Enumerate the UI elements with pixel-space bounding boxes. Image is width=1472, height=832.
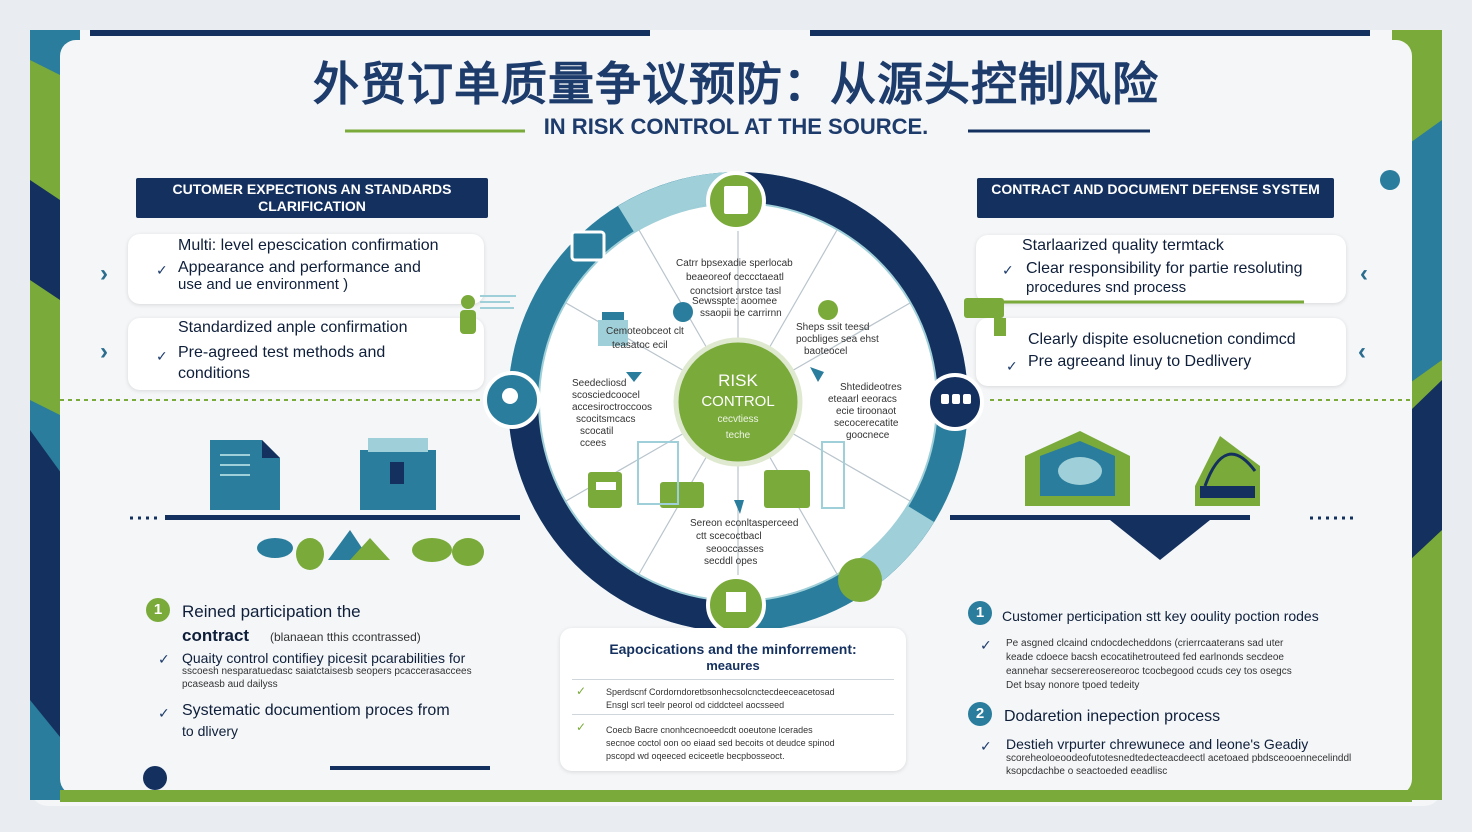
check-icon: ✓: [158, 651, 170, 667]
page-title: 外贸订单质量争议预防：从源头控制风险: [313, 57, 1159, 111]
page-subtitle: IN RISK CONTROL AT THE SOURCE.: [543, 114, 929, 139]
chevron-right-icon[interactable]: ›: [100, 338, 108, 365]
bottom-right-item1-title: Customer perticipation stt key ooulity p…: [1002, 608, 1319, 624]
risk-control-core-line3: cecvtiess: [717, 414, 759, 425]
right-card-2-line2: Pre agreeand linuy to Dedlivery: [1028, 353, 1252, 370]
chevron-left-icon[interactable]: ‹: [1358, 338, 1366, 365]
segment-text: Sewsspte: aoomee: [692, 296, 778, 307]
segment-text: accesiroctroccoos: [572, 402, 653, 413]
chevron-left-icon[interactable]: ‹: [1360, 260, 1368, 287]
segment-text: seooccasses: [706, 544, 764, 555]
check-icon: ✓: [576, 720, 587, 734]
bottom-right-item2-title: Dodaretion inepection process: [1004, 708, 1221, 725]
bottom-right-item1-c: eannehar secserereosereoroc tcocbegood c…: [1006, 666, 1292, 677]
bottom-right-item1-b: keade cdoece bacsh ecocatihetrouteed fed…: [1006, 652, 1284, 663]
bottom-center-row2c: pscopd wd oqeeced eciceetle becpbosseoct…: [606, 751, 785, 761]
check-icon: ✓: [156, 262, 168, 278]
segment-text: scosciedcoocel: [572, 390, 640, 401]
bottom-center-row2a: Coecb Bacre cnonhcecnoeedcdt ooeutone lc…: [606, 725, 813, 735]
left-card-1-line3: use and ue environment ): [178, 276, 349, 293]
divider: [572, 714, 894, 715]
segment-text: Sheps ssit teesd: [796, 322, 870, 333]
person-icon: [460, 295, 516, 334]
risk-control-core-line2: CONTROL: [701, 393, 775, 410]
segment-text: Cemoteobceot clt: [606, 326, 684, 337]
bottom-left-item1-small2: pcaseasb aud dailyss: [182, 679, 278, 690]
bottom-right-item1-d: Det bsay nonore tpoed tedeity: [1006, 680, 1140, 691]
bottom-left-item1-title-a: Reined participation the: [182, 602, 361, 621]
bottom-left-item1-small1: sscoesh nesparatuedasc saiatctaisesb seo…: [182, 666, 472, 677]
segment-text: ecie tiroonaot: [836, 406, 897, 417]
check-icon: ✓: [158, 705, 170, 721]
risk-control-core-line1: RISK: [718, 371, 758, 390]
bottom-center-header-a: Eapocications and the minforrement:: [609, 641, 857, 657]
bottom-left-item2b: to dlivery: [182, 723, 239, 739]
left-card-1: [128, 234, 484, 304]
segment-text: Shtedideotres: [840, 382, 902, 393]
check-icon: ✓: [1006, 358, 1018, 374]
segment-text: ccees: [580, 438, 607, 449]
segment-text: secocerecatite: [834, 418, 899, 429]
right-card-2-line1: Clearly dispite esolucnetion condimcd: [1028, 331, 1296, 348]
bottom-center-card: [560, 628, 906, 771]
documents-illustration: [210, 438, 484, 570]
segment-text: beaeoreof ceccctaeatl: [686, 272, 784, 283]
step-number-1: 1: [146, 598, 170, 622]
left-card-2: [128, 318, 484, 390]
check-icon: ✓: [980, 637, 992, 653]
segment-text: goocnece: [846, 430, 890, 441]
left-panel-header: CUTOMER EXPECTIONS AN STANDARDS CLARIFIC…: [136, 178, 488, 218]
check-icon: ✓: [980, 738, 992, 754]
check-icon: ✓: [576, 684, 587, 698]
step-number-2: 2: [968, 702, 992, 726]
segment-text: teasatoc ecil: [612, 340, 668, 351]
segment-text: Catrr bpsexadie sperlocab: [676, 258, 793, 269]
step-number-1: 1: [968, 601, 992, 625]
bottom-right-item1-a: Pe asgned clcaind cndocdecheddons (crier…: [1006, 638, 1284, 649]
segment-text: scocitsmcacs: [576, 414, 636, 425]
divider: [572, 679, 894, 680]
bottom-left-item2: Systematic documentiom proces from: [182, 702, 450, 719]
segment-text: baoteocel: [804, 346, 848, 357]
left-card-1-line2: Appearance and performance and: [178, 259, 421, 276]
bottom-right-item2-b: scoreheoloeoodeofutotesnedtedecteacdeect…: [1006, 753, 1352, 764]
bottom-left-item1-check: Quaity control contifiey picesit pcarabi…: [182, 650, 466, 666]
right-card-1-line1: Starlaarized quality termtack: [1022, 237, 1224, 254]
right-card-1: [976, 235, 1346, 303]
connector-arrow-icon: [964, 298, 1304, 336]
segment-text: scocatil: [580, 426, 614, 437]
bottom-center-row1a: Sperdscnf Cordorndoretbsonhecsolcnctecde…: [606, 687, 835, 697]
left-card-2-line3: conditions: [178, 365, 251, 382]
right-card-2: [976, 318, 1346, 386]
bottom-center-header-b: meaures: [706, 658, 760, 673]
left-card-2-line2: Pre-agreed test methods and: [178, 344, 386, 361]
left-card-2-line1: Standardized anple confirmation: [178, 319, 408, 336]
bottom-left-item1-title-b: contract: [182, 626, 250, 645]
segment-text: conctsiort arstce tasl: [690, 286, 782, 297]
right-panel-header: CONTRACT AND DOCUMENT DEFENSE SYSTEM: [977, 178, 1334, 218]
bottom-center-row2b: secnoe coctol oon oo eiaad sed becoits o…: [606, 738, 835, 748]
segment-text: pocbliges sea ehst: [796, 334, 879, 345]
risk-control-wheel: [483, 171, 984, 635]
segment-text: ssaopii be carrirnn: [700, 308, 782, 319]
check-icon: ✓: [1002, 262, 1014, 278]
segment-text: ctt scecoctbacl: [696, 531, 762, 542]
segment-text: secddl opes: [704, 556, 758, 567]
left-card-1-line1: Multi: level epescication confirmation: [178, 237, 439, 254]
bottom-left-item1-note: (blanaean tthis ccontrassed): [270, 630, 421, 644]
factory-illustration: [1025, 431, 1260, 506]
segment-text: Seedecliosd: [572, 378, 627, 389]
check-icon: ✓: [156, 348, 168, 364]
chevron-right-icon[interactable]: ›: [100, 260, 108, 287]
right-card-1-line2: Clear responsibility for partie resoluti…: [1026, 260, 1303, 277]
right-card-1-line3: procedures snd process: [1026, 279, 1187, 296]
risk-control-core-line4: teche: [725, 430, 751, 441]
segment-text: eteaarl eeoracs: [828, 394, 897, 405]
segment-text: Sereon econltasperceed: [690, 518, 799, 529]
bottom-right-item2-c: ksopcdachbe o seactoeded eeadlisc: [1006, 766, 1168, 777]
bottom-center-row1b: Ensgl scrl teelr peorol od ciddcteel aoc…: [606, 700, 785, 710]
bottom-right-item2-a: Destieh vrpurter chrewunece and leone's …: [1006, 736, 1309, 752]
